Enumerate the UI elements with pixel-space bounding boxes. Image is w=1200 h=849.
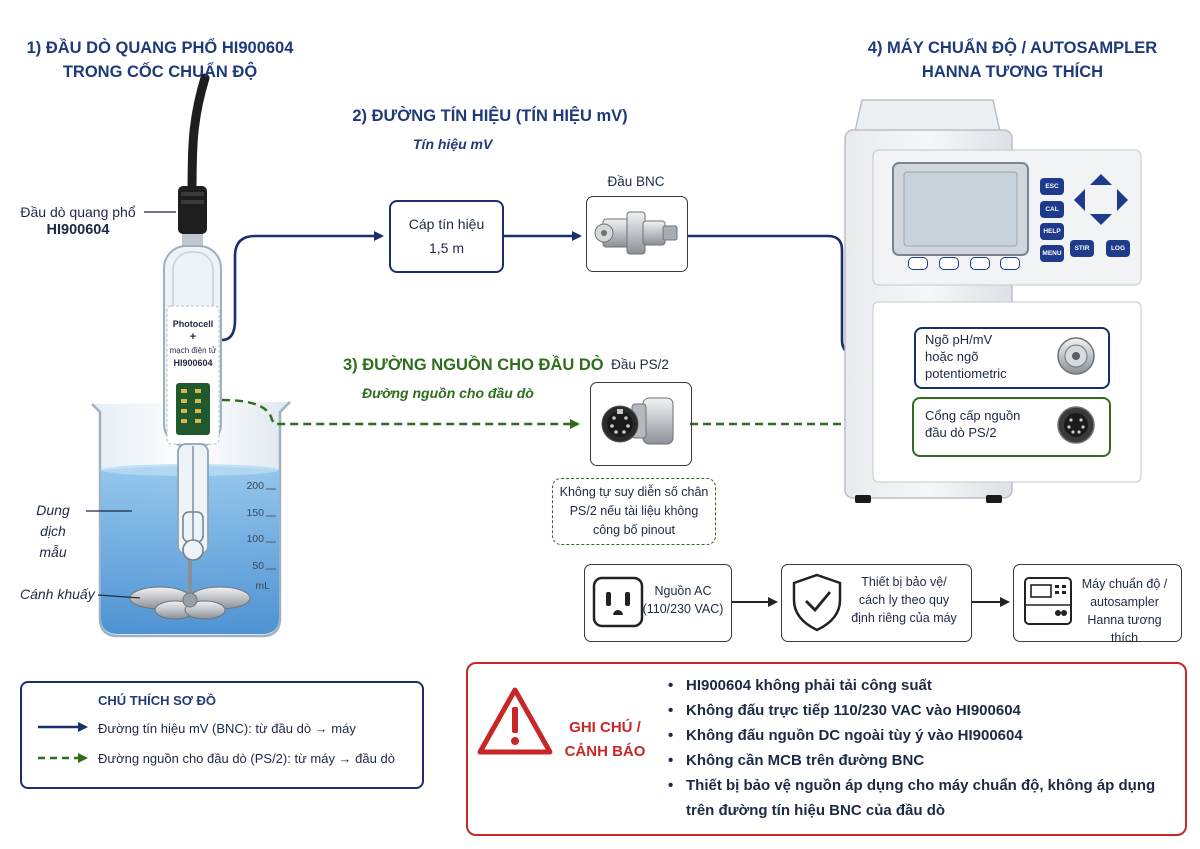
ph-input-label: Ngõ pH/mV hoặc ngõ potentiometric bbox=[925, 332, 1007, 381]
machine-section-title: 4) MÁY CHUẨN ĐỘ / AUTOSAMPLER HANNA TƯƠN… bbox=[867, 39, 1158, 81]
legend-title: CHÚ THÍCH SƠ ĐỒ bbox=[98, 693, 216, 708]
ps2-label: Đầu PS/2 bbox=[611, 357, 669, 372]
pinout-note: Không tự suy diễn số chân PS/2 nếu tài l… bbox=[552, 478, 716, 545]
soft-key-4[interactable] bbox=[1000, 257, 1020, 270]
legend-box: CHÚ THÍCH SƠ ĐỒ Đường tín hiệu mV (BNC):… bbox=[20, 681, 424, 789]
device-label: Máy chuẩn độ / autosampler Hanna tương t… bbox=[1081, 577, 1168, 645]
probe-cable bbox=[187, 73, 210, 201]
stirrer bbox=[129, 560, 251, 620]
titrator-art bbox=[844, 99, 1142, 503]
soft-key-3[interactable] bbox=[970, 257, 990, 270]
signal-cable-box: Cáp tín hiệu 1,5 m bbox=[389, 200, 504, 273]
warning-box: GHI CHÚ / CẢNH BÁO HI900604 không phải t… bbox=[466, 662, 1187, 836]
ps2-connector-art bbox=[601, 397, 674, 445]
protection-box bbox=[781, 564, 972, 642]
bnc-label: Đầu BNC bbox=[607, 174, 665, 189]
bnc-connector-art bbox=[594, 211, 678, 255]
ps2-power-port-box bbox=[912, 397, 1111, 457]
warning-item: HI900604 không phải tải công suất bbox=[664, 673, 1174, 698]
power-path bbox=[221, 398, 906, 429]
warning-list: HI900604 không phải tải công suất Không … bbox=[664, 673, 1174, 823]
ph-input-box bbox=[914, 327, 1110, 389]
soft-key-2[interactable] bbox=[939, 257, 959, 270]
power-section-title: 3) ĐƯỜNG NGUỒN CHO ĐẦU DÒ bbox=[343, 356, 604, 374]
stir-key[interactable]: STIR bbox=[1070, 240, 1094, 257]
device-box bbox=[1013, 564, 1182, 642]
probe-label: Đầu dò quang phổ HI900604 bbox=[20, 204, 136, 238]
ps2-power-port-label: Cổng cấp nguồn đầu dò PS/2 bbox=[925, 408, 1021, 440]
signal-path bbox=[221, 231, 908, 359]
bnc-connector bbox=[586, 196, 688, 272]
soft-key-1[interactable] bbox=[908, 257, 928, 270]
outlet-icon-art bbox=[592, 576, 644, 628]
shield-icon-art bbox=[792, 573, 842, 632]
ac-source-box bbox=[584, 564, 732, 642]
warning-title: GHI CHÚ / CẢNH BÁO bbox=[564, 719, 646, 760]
warning-icon-art bbox=[477, 687, 553, 755]
signal-subtitle: Tín hiệu mV bbox=[413, 136, 493, 152]
menu-key[interactable]: MENU bbox=[1040, 245, 1064, 262]
warning-item: Không đấu trực tiếp 110/230 VAC vào HI90… bbox=[664, 698, 1174, 723]
esc-key[interactable]: ESC bbox=[1040, 178, 1064, 195]
help-key[interactable]: HELP bbox=[1040, 223, 1064, 240]
ps2-connector bbox=[590, 382, 692, 466]
legend-signal-text: Đường tín hiệu mV (BNC): từ đầu dò → máy bbox=[98, 721, 356, 736]
power-subtitle: Đường nguồn cho đầu dò bbox=[362, 385, 534, 401]
warning-item: trên đường tín hiệu BNC của đầu dò bbox=[686, 802, 946, 819]
probe-body bbox=[163, 186, 222, 561]
warning-item: Thiết bị bảo vệ nguồn áp dụng cho máy ch… bbox=[664, 773, 1174, 798]
log-key[interactable]: LOG bbox=[1106, 240, 1130, 257]
probe-section-title: 1) ĐẦU DÒ QUANG PHỔ HI900604 TRONG CỐC C… bbox=[26, 39, 294, 81]
protection-label: Thiết bị bảo vệ/ cách ly theo quy định r… bbox=[851, 575, 957, 625]
warning-item: Không đấu nguồn DC ngoài tùy ý vào HI900… bbox=[664, 723, 1174, 748]
sample-label: Dung dịch mẫu bbox=[36, 502, 70, 560]
signal-section-title: 2) ĐƯỜNG TÍN HIỆU (TÍN HIỆU mV) bbox=[352, 107, 628, 125]
ac-source-label: Nguồn AC (110/230 VAC) bbox=[642, 584, 724, 616]
legend-power-text: Đường nguồn cho đầu dò (PS/2): từ máy → … bbox=[98, 751, 395, 766]
device-icon-art bbox=[1024, 577, 1072, 625]
probe-inner-label: Photocell + mạch điện tử HI900604 bbox=[169, 319, 217, 368]
cal-key[interactable]: CAL bbox=[1040, 201, 1064, 218]
stirrer-label: Cánh khuấy bbox=[20, 586, 95, 602]
warning-item: Không cần MCB trên đường BNC bbox=[664, 748, 1174, 773]
